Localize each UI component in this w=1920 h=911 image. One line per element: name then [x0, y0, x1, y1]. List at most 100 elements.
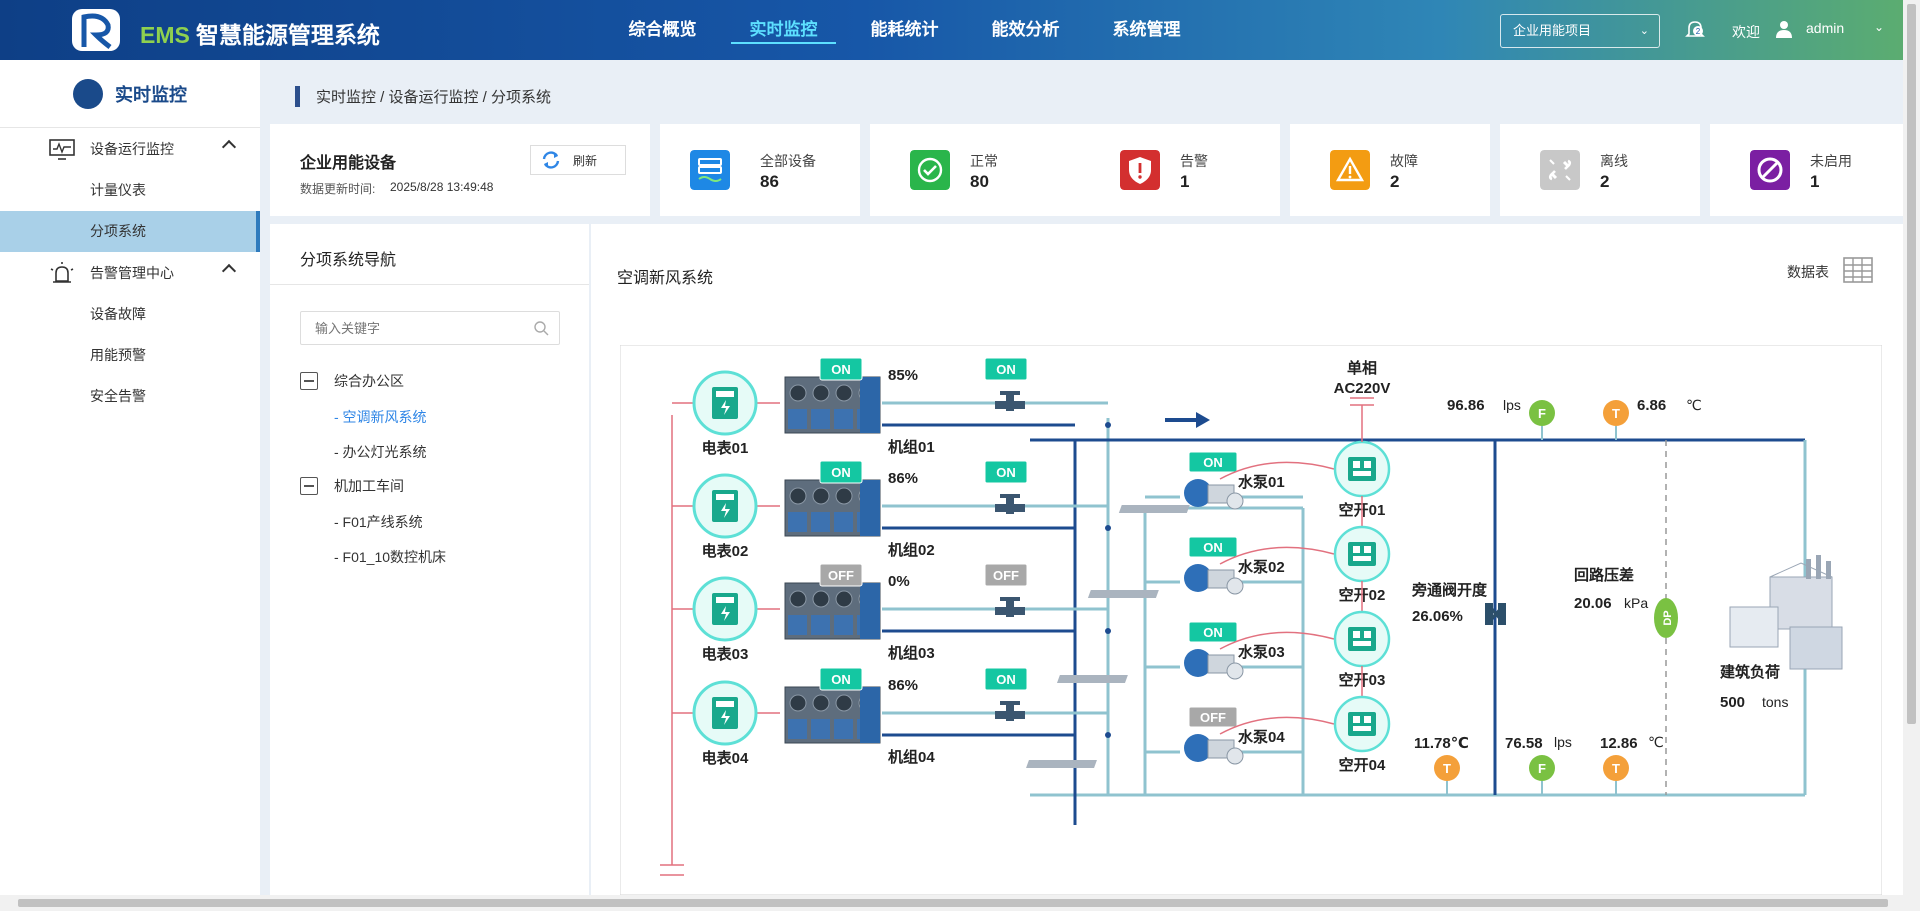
sidebar-item-subsystems[interactable]: 分项系统 [0, 211, 260, 252]
flow-meter-icon [1529, 755, 1555, 781]
temp-bottom-2: 12.86 [1600, 735, 1638, 752]
svg-text:T: T [1612, 761, 1620, 776]
stat-label-all: 全部设备 [760, 153, 816, 169]
pump-status-badge [1188, 621, 1238, 643]
pump-name: 水泵01 [1238, 473, 1285, 491]
horizontal-scrollbar[interactable] [0, 895, 1903, 911]
unit-status-text: ON [831, 672, 851, 687]
flow-bottom-value: 76.58 [1505, 735, 1543, 752]
collapse-icon[interactable] [300, 372, 318, 390]
sidebar-item-device-fault[interactable]: 设备故障 [90, 306, 146, 322]
tree-title: 分项系统导航 [300, 252, 397, 269]
pump-name: 水泵03 [1238, 643, 1285, 661]
nav-overview[interactable]: 综合概览 [628, 20, 697, 39]
stat-label-alarm: 告警 [1180, 153, 1208, 169]
sidebar-group-alarm-center[interactable]: 告警管理中心 [0, 252, 260, 294]
flow-bottom-unit: lps [1554, 734, 1572, 750]
pump-status-text: ON [1203, 540, 1223, 555]
bypass-valve-icon [1485, 603, 1506, 625]
sidebar-item-meters[interactable]: 计量仪表 [90, 182, 146, 198]
valve-status-badge [984, 357, 1028, 381]
chevron-down-icon[interactable]: ⌄ [1874, 20, 1885, 34]
chiller-unit-icon [784, 479, 881, 537]
unit-status-text: ON [831, 465, 851, 480]
stat-label-fault: 故障 [1390, 153, 1418, 169]
update-time-label: 数据更新时间: [300, 182, 376, 196]
broken-link-icon [1540, 150, 1580, 190]
sidebar: 实时监控 设备运行监控 计量仪表 分项系统 告警管理中心 设备故障 用能预警 安… [0, 60, 260, 895]
svg-text:T: T [1443, 761, 1451, 776]
project-select[interactable]: 企业用能项目⌄ [1500, 14, 1660, 48]
stat-card-disabled [1710, 124, 1903, 216]
tree-leaf-f01-cnc[interactable]: - F01_10数控机床 [334, 549, 447, 565]
sidebar-item-energy-warning[interactable]: 用能预警 [90, 347, 146, 363]
check-circle-icon [910, 150, 950, 190]
temp-top-value: 6.86 [1637, 397, 1666, 414]
warning-triangle-icon [1330, 150, 1370, 190]
datatable-label[interactable]: 数据表 [1787, 264, 1829, 280]
unit-name: 机组02 [888, 541, 935, 559]
stat-card-offline [1500, 124, 1700, 216]
nav-efficiency[interactable]: 能效分析 [991, 20, 1060, 39]
stat-value-offline: 2 [1600, 172, 1610, 191]
dp-unit: kPa [1624, 595, 1648, 611]
tree-node-workshop[interactable]: 机加工车间 [300, 476, 404, 496]
pump-status-text: ON [1203, 455, 1223, 470]
temp-bottom-2-unit: ℃ [1648, 734, 1664, 750]
pump-status-text: ON [1203, 625, 1223, 640]
valve-icon [995, 701, 1025, 721]
valve-status-text: ON [996, 672, 1016, 687]
vertical-scrollbar[interactable] [1903, 0, 1920, 911]
tree-leaf-f01-line[interactable]: - F01产线系统 [334, 514, 423, 530]
flow-top-unit: lps [1503, 397, 1521, 413]
flow-meter-icon [1529, 400, 1555, 426]
unit-load: 85% [888, 367, 918, 384]
stat-value-normal: 80 [970, 172, 989, 191]
logo-icon [72, 9, 120, 51]
refresh-button[interactable]: 刷新 [530, 145, 626, 175]
alarm-light-icon [50, 262, 74, 283]
load-label: 建筑负荷 [1720, 663, 1780, 681]
sidebar-group-device-monitor[interactable]: 设备运行监控 [0, 128, 260, 170]
svg-text:2: 2 [1696, 27, 1701, 36]
bell-icon[interactable]: 2 [1684, 18, 1706, 40]
valve-icon [995, 391, 1025, 411]
stat-label-offline: 离线 [1600, 153, 1628, 169]
unit-name: 机组03 [888, 644, 935, 662]
unit-status-badge [819, 460, 863, 484]
nav-realtime-monitor[interactable]: 实时监控 [723, 0, 844, 60]
username[interactable]: admin [1806, 20, 1845, 36]
chevron-up-icon[interactable] [221, 263, 237, 279]
supply-label-1: 单相 [1347, 359, 1377, 377]
tree-leaf-lighting[interactable]: - 办公灯光系统 [334, 444, 427, 460]
tree-search-input[interactable] [300, 311, 560, 345]
nav-energy-stats[interactable]: 能耗统计 [870, 20, 939, 39]
stat-label-normal: 正常 [970, 153, 998, 169]
chevron-up-icon[interactable] [221, 139, 237, 155]
bypass-value: 26.06% [1412, 608, 1463, 625]
unit-load: 86% [888, 677, 918, 694]
valve-status-text: ON [996, 362, 1016, 377]
valve-icon [995, 494, 1025, 514]
meter-label: 电表01 [702, 439, 749, 457]
search-icon[interactable] [533, 320, 549, 336]
meter-label: 电表02 [702, 542, 749, 560]
valve-status-text: OFF [993, 568, 1019, 583]
tree-leaf-hvac[interactable]: - 空调新风系统 [334, 409, 427, 425]
tree-node-office[interactable]: 综合办公区 [300, 371, 404, 391]
nav-system[interactable]: 系统管理 [1112, 20, 1181, 39]
unit-load: 0% [888, 573, 910, 590]
dp-label: 回路压差 [1574, 566, 1634, 584]
temperature-sensor-icon [1603, 755, 1629, 781]
temperature-sensor-icon [1603, 400, 1629, 426]
unit-status-text: ON [831, 362, 851, 377]
table-grid-icon[interactable] [1843, 257, 1873, 283]
update-time: 2025/8/28 13:49:48 [390, 180, 494, 194]
sidebar-item-safety-alarm[interactable]: 安全告警 [90, 388, 146, 404]
water-pump-icon [1026, 734, 1244, 768]
unit-status-badge [819, 357, 863, 381]
collapse-icon[interactable] [300, 477, 318, 495]
stat-card-fault [1290, 124, 1490, 216]
summary-title: 企业用能设备 [300, 155, 397, 172]
svg-text:F: F [1538, 406, 1546, 421]
